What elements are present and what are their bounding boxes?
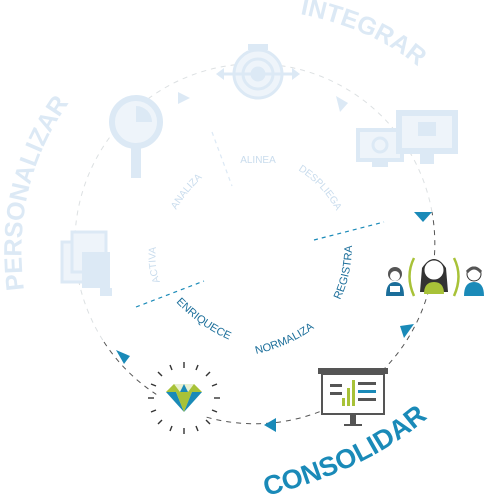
documents-icon bbox=[60, 230, 112, 296]
person-woman-small-icon bbox=[386, 267, 404, 296]
diamond-icon bbox=[148, 362, 220, 434]
step-normaliza: NORMALIZA bbox=[254, 320, 317, 357]
cycle-arrows bbox=[116, 92, 432, 432]
arrow-right-upper bbox=[414, 212, 432, 222]
cycle-arc-active bbox=[103, 211, 436, 425]
target-icon bbox=[216, 44, 300, 100]
person-woman-center-icon bbox=[420, 259, 448, 294]
arrow-top-left bbox=[178, 92, 190, 104]
arrow-bottom bbox=[264, 418, 276, 432]
separator-left bbox=[135, 280, 205, 308]
phase-integrar: INTEGRAR bbox=[299, 0, 432, 71]
step-activa: ACTIVA bbox=[147, 246, 162, 284]
arrow-right-lower bbox=[400, 324, 414, 338]
bracket-left bbox=[408, 257, 416, 297]
computer-screens-icon bbox=[356, 110, 458, 167]
step-despliega: DESPLIEGA bbox=[296, 163, 343, 212]
presentation-chart-icon bbox=[318, 368, 388, 426]
person-man-small-icon bbox=[464, 266, 484, 296]
step-analiza: ANALIZA bbox=[169, 172, 204, 212]
separator-right bbox=[313, 221, 385, 241]
people-icon bbox=[386, 257, 484, 297]
arrow-top-right bbox=[336, 96, 348, 112]
bracket-right bbox=[452, 257, 460, 297]
step-alinea: ALINEA bbox=[240, 155, 276, 166]
magnifier-icon bbox=[109, 95, 163, 178]
arrow-left bbox=[116, 350, 130, 364]
step-registra: REGISTRA bbox=[332, 245, 355, 302]
step-enriquece: ENRIQUECE bbox=[174, 296, 233, 343]
separator-top bbox=[211, 131, 233, 187]
